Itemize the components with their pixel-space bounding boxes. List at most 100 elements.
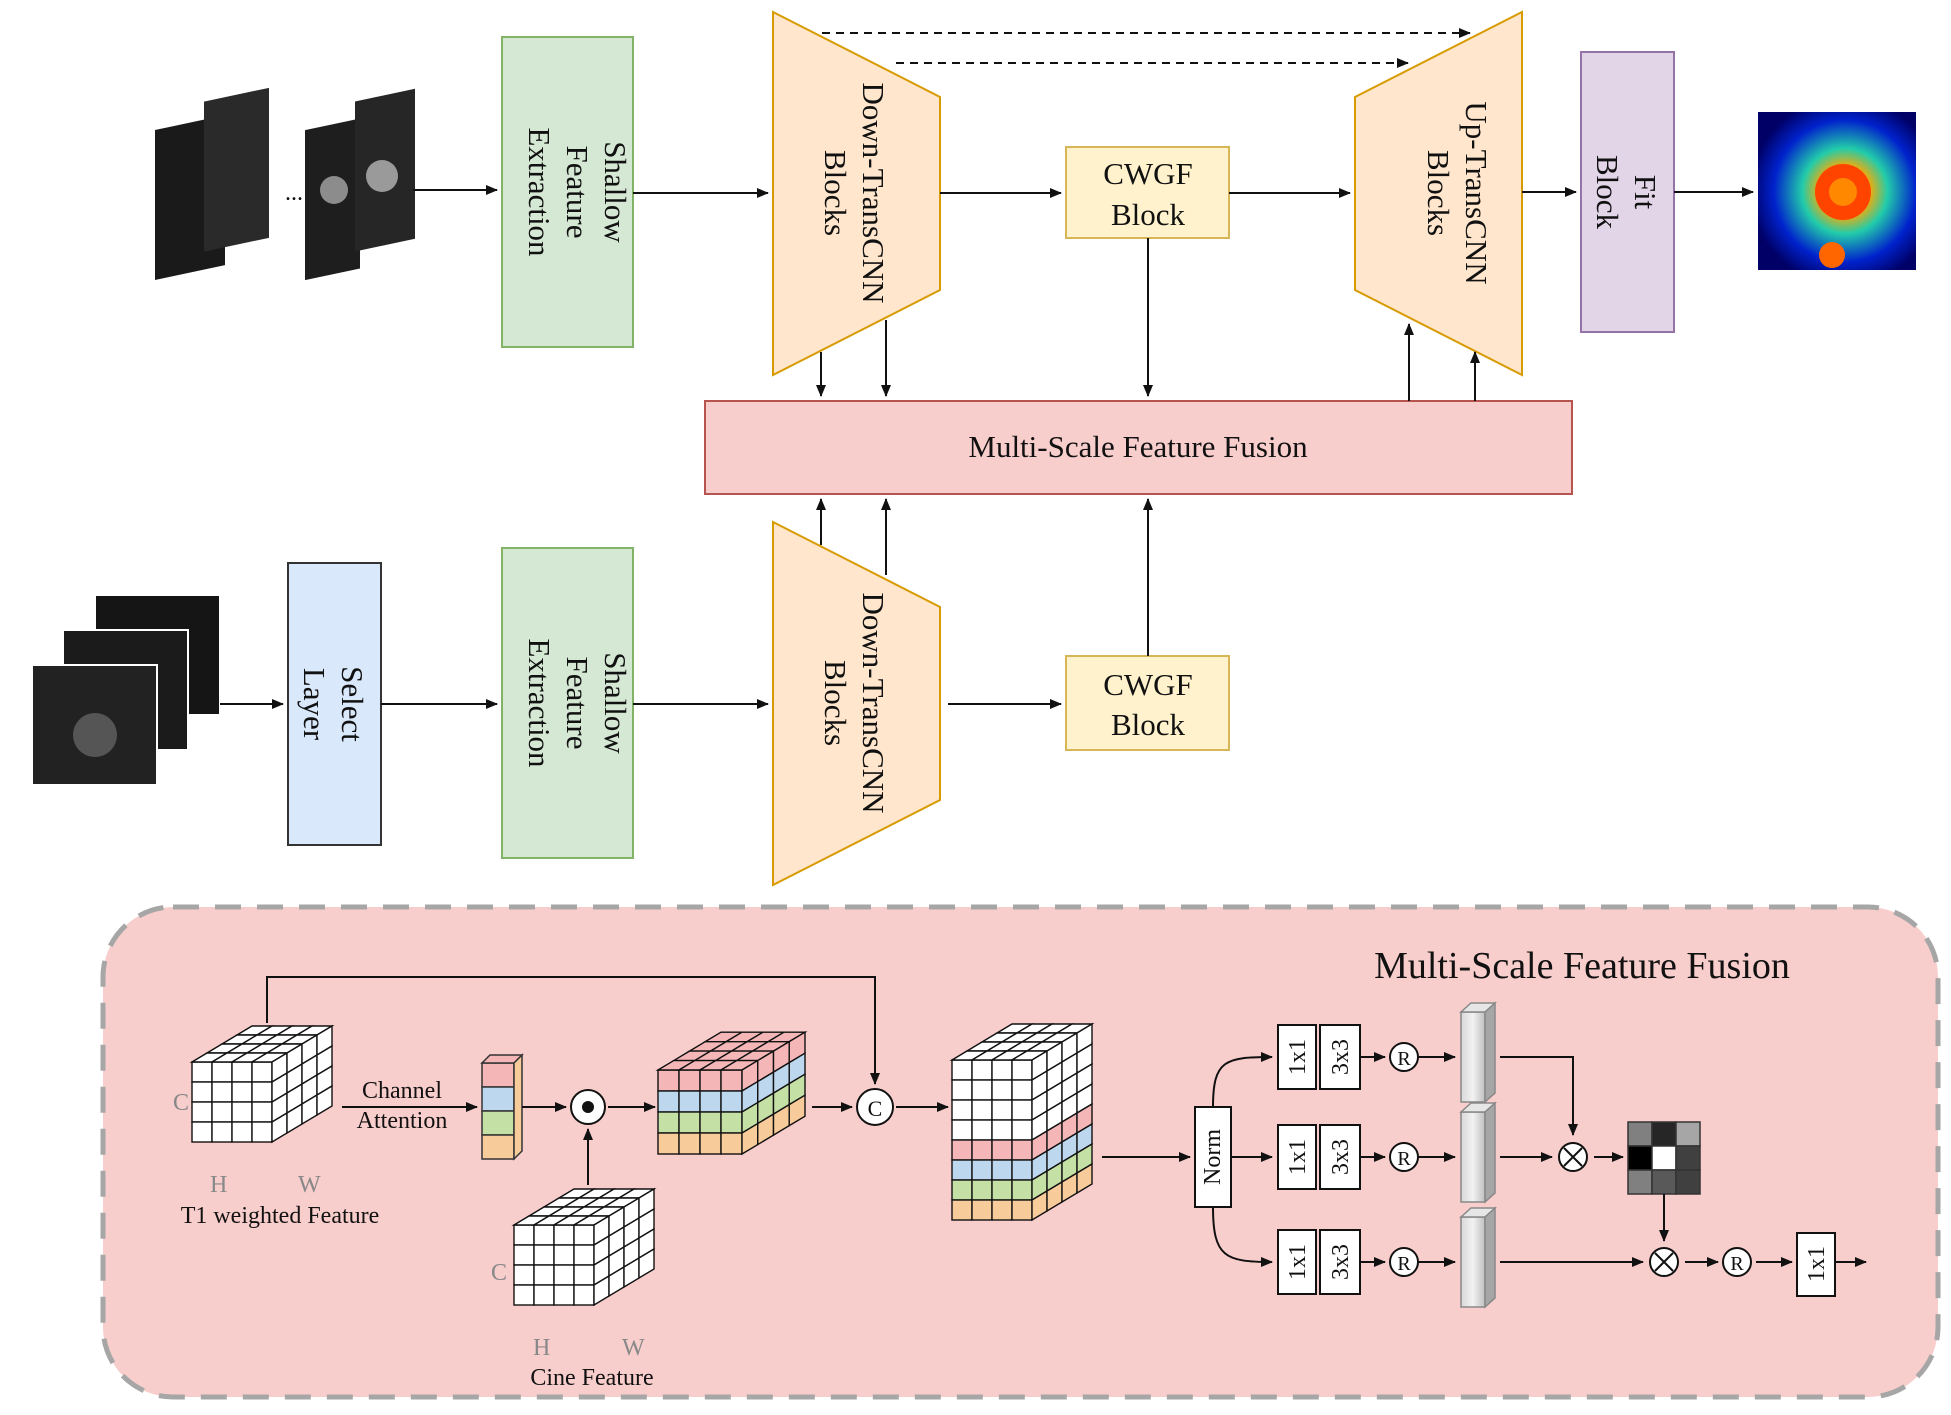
cube-cell [657, 1090, 680, 1113]
cube-cell [971, 1059, 993, 1081]
cube-cell [316, 1084, 333, 1117]
fit-line-2: Block [1590, 155, 1625, 230]
conv-3x3-label: 3x3 [1328, 1139, 1354, 1175]
attention-map [1627, 1121, 1701, 1195]
up-line-2: Blocks [1421, 150, 1456, 236]
conv-1x1 [1277, 1024, 1317, 1090]
cube-cell [699, 1111, 722, 1134]
output-t1-map-image [1758, 112, 1916, 270]
cube-cell [951, 1179, 973, 1201]
cine-feature-cube: C H W Cine Feature [491, 1187, 657, 1391]
t1-axis-c: C [173, 1090, 189, 1116]
fit-block: Fit Block [1580, 51, 1675, 333]
cube-cell [720, 1132, 743, 1155]
cube-cell [1011, 1179, 1033, 1201]
cube-cell [991, 1159, 1013, 1181]
feature-bar [1460, 1011, 1486, 1103]
cube-cell [991, 1119, 1013, 1141]
concatenated-feature-cube [949, 1022, 1095, 1222]
cube-cell [1011, 1119, 1033, 1141]
cube-cell [191, 1101, 213, 1123]
cube-cell [991, 1179, 1013, 1201]
lge-input-images [31, 594, 221, 786]
cube-cell [971, 1139, 993, 1161]
cwgf-block-1: CWGF Block [1065, 146, 1230, 239]
cwgf-1-line-1: CWGF [1103, 156, 1193, 191]
cube-cell [657, 1111, 680, 1134]
cube-cell [573, 1244, 595, 1266]
shallow-feature-block-2: Shallow Feature Extraction [501, 547, 634, 859]
cube-cell [191, 1121, 213, 1143]
weighted-feature-cube [655, 1030, 808, 1156]
cube-cell [211, 1081, 233, 1103]
shallow-feature-block-1: Shallow Feature Extraction [501, 36, 634, 348]
feature-bar [1460, 1216, 1486, 1308]
cube-cell [1011, 1059, 1033, 1081]
cube-cell [951, 1199, 973, 1221]
cube-cell [678, 1090, 701, 1113]
down-transcnn-block-2: Down-TransCNN Blocks [772, 520, 941, 887]
relu-icon-final: R [1722, 1247, 1752, 1277]
cube-cell [231, 1121, 253, 1143]
cube-cell [573, 1224, 595, 1246]
cube-cell [971, 1159, 993, 1181]
elementwise-multiply-icon [570, 1089, 606, 1125]
relu-label: R [1397, 1048, 1411, 1070]
final-conv-label: 1x1 [1804, 1246, 1830, 1282]
branch-2: 1x1 3x3 R [1277, 1101, 1497, 1204]
cube-cell [991, 1139, 1013, 1161]
cube-cell [971, 1199, 993, 1221]
cube-cell [251, 1061, 273, 1083]
down-transcnn-block-1: Down-TransCNN Blocks [772, 10, 941, 377]
cwgf-2-line-2: Block [1111, 707, 1186, 742]
conv-1x1 [1277, 1229, 1317, 1295]
t1-feature-label: T1 weighted Feature [181, 1203, 380, 1229]
conv-1x1-label: 1x1 [1285, 1039, 1311, 1075]
relu-label: R [1397, 1253, 1411, 1275]
cube-cell [573, 1284, 595, 1306]
cube-cell [991, 1059, 1013, 1081]
cube-cell [553, 1244, 575, 1266]
cwgf-block-2: CWGF Block [1065, 655, 1230, 751]
cube-cell [191, 1061, 213, 1083]
final-conv-1x1: 1x1 [1796, 1232, 1836, 1297]
shallow-2-line-1: Shallow [598, 652, 633, 754]
branch-1: 1x1 3x3 R [1277, 1001, 1497, 1104]
cube-cell [991, 1199, 1013, 1221]
cube-cell [231, 1101, 253, 1123]
shallow-2-line-3: Extraction [522, 638, 557, 768]
concat-icon: C [856, 1088, 894, 1126]
cube-cell [231, 1061, 253, 1083]
fit-line-1: Fit [1628, 175, 1663, 210]
norm-label: Norm [1200, 1129, 1226, 1185]
cube-cell [678, 1111, 701, 1134]
cube-cell [720, 1090, 743, 1113]
conv-3x3 [1319, 1024, 1361, 1090]
cine-axis-c: C [491, 1260, 507, 1286]
cube-cell [191, 1081, 213, 1103]
cube-cell [231, 1081, 253, 1103]
cine-input-images [155, 87, 415, 281]
flow-arrows [220, 28, 1754, 709]
relu-label: R [1397, 1148, 1411, 1170]
cube-cell [1011, 1139, 1033, 1161]
cube-cell [678, 1069, 701, 1092]
feature-bar-side [1484, 1001, 1496, 1104]
t1-feature-cube: C H W T1 weighted Feature [173, 1024, 380, 1229]
cube-cell [513, 1224, 535, 1246]
cube-cell [1011, 1079, 1033, 1101]
conv-3x3-label: 3x3 [1328, 1039, 1354, 1075]
cube-cell [211, 1061, 233, 1083]
cube-cell [657, 1132, 680, 1155]
conv-1x1-label: 1x1 [1285, 1139, 1311, 1175]
concat-label: C [868, 1096, 883, 1121]
cube-cell [720, 1111, 743, 1134]
cube-cell [951, 1079, 973, 1101]
msff-block: Multi-Scale Feature Fusion [704, 400, 1573, 495]
cine-axis-h: H [533, 1335, 550, 1361]
up-line-1: Up-TransCNN [1459, 101, 1494, 284]
detail-title: Multi-Scale Feature Fusion [1374, 945, 1790, 987]
cube-cell [699, 1069, 722, 1092]
